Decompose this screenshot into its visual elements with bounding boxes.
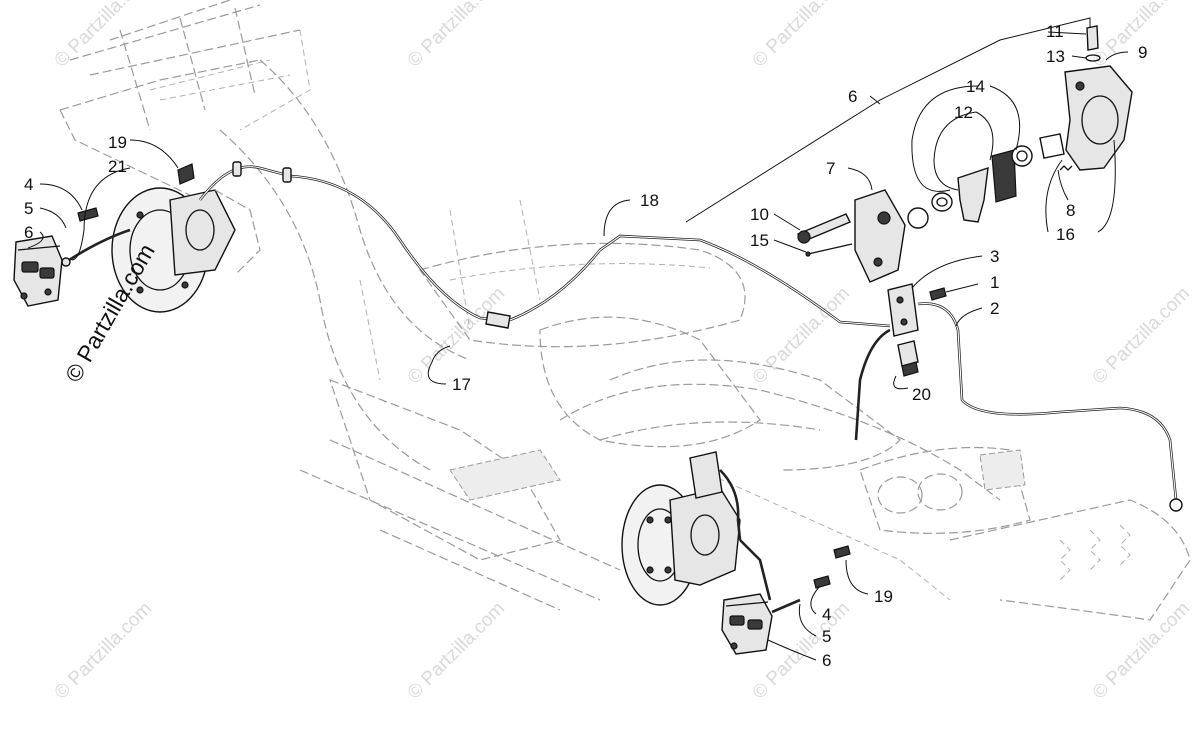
callout-2: 2 xyxy=(990,299,999,318)
front-caliper-exploded xyxy=(685,17,1133,283)
callout-3: 3 xyxy=(990,247,999,266)
watermark: © Partzilla.com xyxy=(404,283,509,388)
brake-line-main xyxy=(509,234,891,328)
junction-bolt xyxy=(929,287,947,301)
brake-light-switch xyxy=(897,340,919,377)
callout-17: 17 xyxy=(452,375,471,394)
callout-5-front: 5 xyxy=(822,627,831,646)
callout-7: 7 xyxy=(826,159,835,178)
brake-line-clip xyxy=(282,167,292,183)
rear-brake-disc xyxy=(111,187,261,313)
callout-18: 18 xyxy=(640,191,659,210)
brake-line-rear xyxy=(198,165,501,322)
callout-5-rear: 5 xyxy=(24,199,33,218)
callout-4-front: 4 xyxy=(822,605,831,624)
brake-line-union xyxy=(485,311,511,329)
callout-8: 8 xyxy=(1066,201,1075,220)
callout-16: 16 xyxy=(1056,225,1075,244)
watermark: © Partzilla.com xyxy=(404,598,509,703)
watermark: © Partzilla.com xyxy=(51,598,156,703)
rear-brake-caliper xyxy=(13,235,63,307)
front-caliper-hose-2 xyxy=(739,539,772,601)
callout-10: 10 xyxy=(750,205,769,224)
callout-12: 12 xyxy=(954,103,973,122)
callout-13: 13 xyxy=(1046,47,1065,66)
brake-line-clip xyxy=(232,161,242,177)
rear-hose-fitting xyxy=(61,257,71,267)
front-brake-disc xyxy=(621,451,741,606)
callout-21: 21 xyxy=(108,157,127,176)
callout-11: 11 xyxy=(1046,22,1064,41)
watermark-grid: © Partzilla.com © Partzilla.com © Partzi… xyxy=(51,0,1194,704)
callout-14: 14 xyxy=(966,77,985,96)
callout-6-front: 6 xyxy=(822,651,831,670)
front-lower-hose xyxy=(771,598,801,614)
callout-15: 15 xyxy=(750,231,769,250)
rear-mount-bolt xyxy=(177,163,195,185)
callout-9: 9 xyxy=(1138,43,1147,62)
callout-19-rear: 19 xyxy=(108,133,127,152)
watermark: © Partzilla.com xyxy=(51,0,156,72)
callout-6-group: 6 xyxy=(848,87,857,106)
rear-caliper-hose xyxy=(65,228,131,264)
watermark: © Partzilla.com xyxy=(404,0,509,72)
callout-labels: 11 13 9 6 14 12 7 8 16 10 15 18 3 1 2 20… xyxy=(24,22,1147,670)
callout-19-front: 19 xyxy=(874,587,893,606)
watermark: © Partzilla.com xyxy=(749,283,854,388)
junction-to-front-hose xyxy=(854,328,891,441)
front-bolt xyxy=(813,575,831,589)
rear-bolt xyxy=(77,207,99,222)
watermark: © Partzilla.com xyxy=(1089,283,1194,388)
partzilla-watermark: © Partzilla.com xyxy=(60,239,160,386)
atv-frame-ghost xyxy=(59,0,1191,621)
front-bolt xyxy=(833,545,851,559)
brake-junction-block xyxy=(887,283,919,337)
front-brake-line xyxy=(917,302,1183,512)
callout-1: 1 xyxy=(990,273,999,292)
front-caliper-hose xyxy=(719,469,742,541)
watermark: © Partzilla.com xyxy=(749,0,854,72)
callout-6-rear: 6 xyxy=(24,223,33,242)
callout-20: 20 xyxy=(912,385,931,404)
leader-lines xyxy=(27,31,1129,661)
callout-4-rear: 4 xyxy=(24,175,33,194)
front-brake-caliper xyxy=(721,593,773,655)
